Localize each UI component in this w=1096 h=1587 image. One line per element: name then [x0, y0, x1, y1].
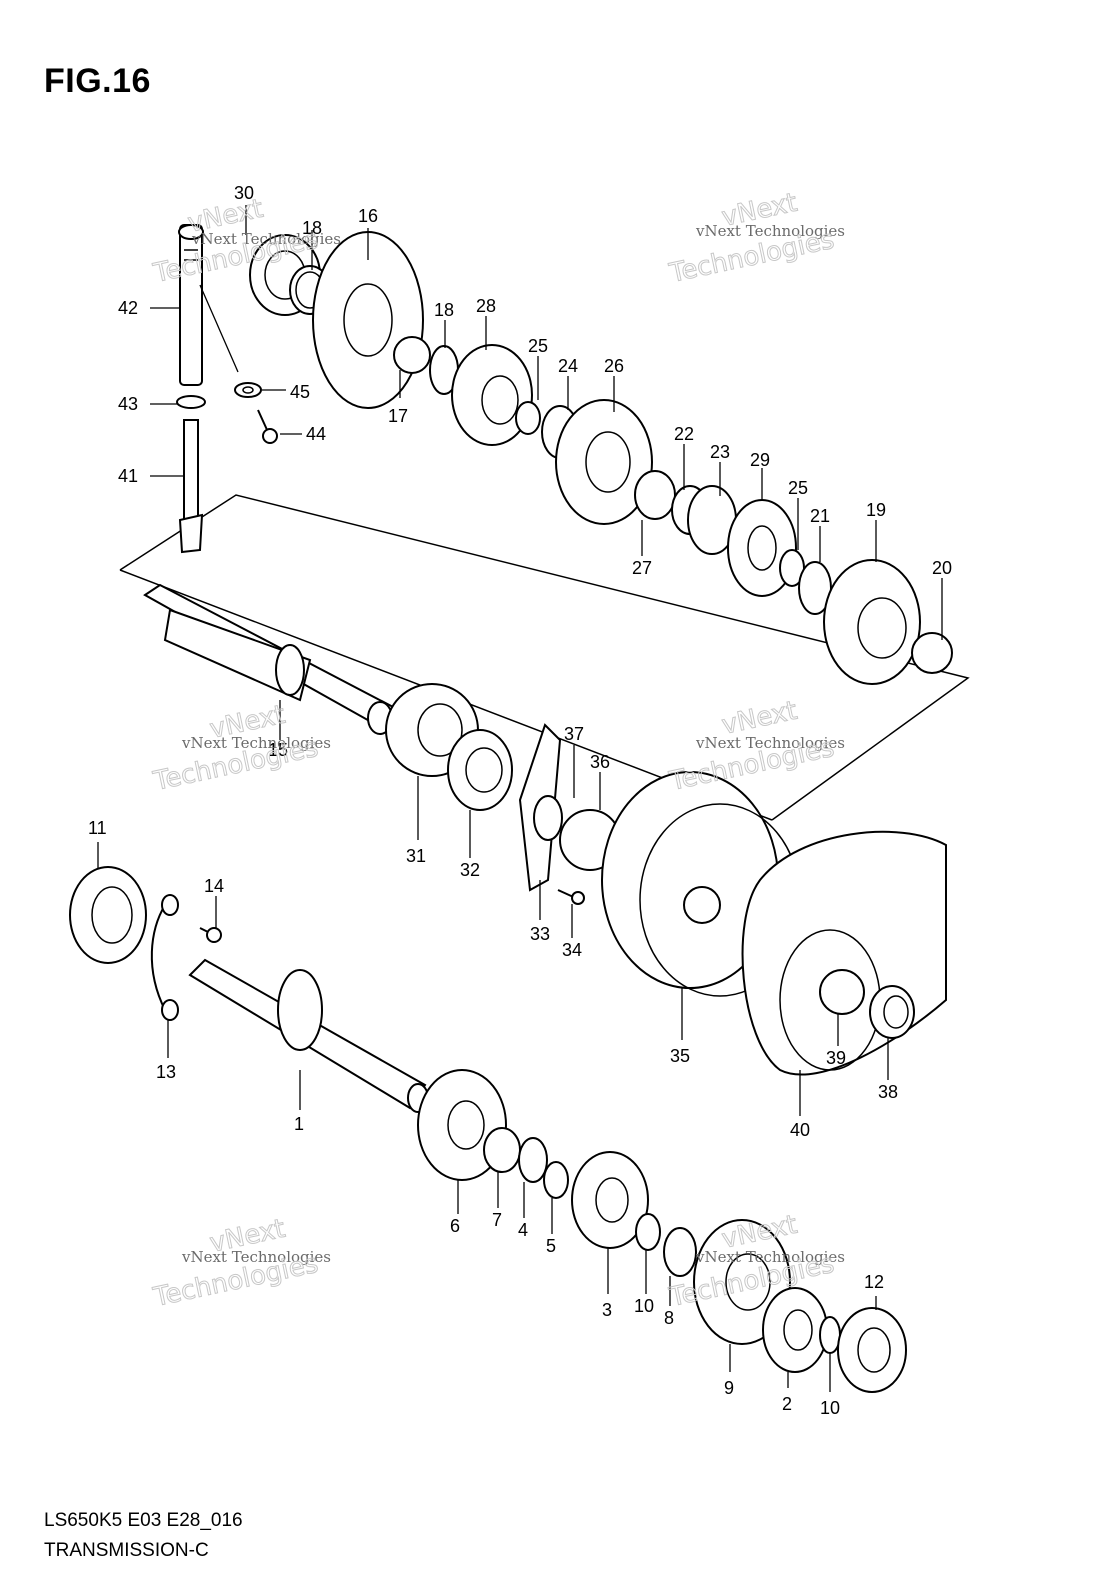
circlip-25-upper — [515, 401, 541, 435]
callout-31: 31 — [406, 846, 426, 866]
callout-36: 36 — [590, 752, 610, 772]
countershaft-group-outline — [119, 494, 970, 821]
washer-4 — [518, 1137, 548, 1183]
callout-8: 8 — [664, 1308, 674, 1328]
callout-37: 37 — [564, 724, 584, 744]
watermark-top-right: vNext vNext Technologies Technologies — [666, 187, 845, 289]
watermark-vnext-technologies: vNext Technologies — [695, 734, 845, 752]
washer-8 — [663, 1227, 697, 1277]
section-name: TRANSMISSION-C — [44, 1540, 209, 1561]
callout-16: 16 — [358, 206, 378, 226]
callout-22: 22 — [674, 424, 694, 444]
retainer-13 — [150, 894, 179, 1021]
callout-24: 24 — [558, 356, 578, 376]
washer-45 — [234, 382, 262, 398]
watermark-vnext-technologies: vNext Technologies — [181, 1248, 331, 1266]
callout-43: 43 — [118, 394, 138, 414]
model-code: LS650K5 E03 E28_016 — [44, 1510, 243, 1531]
callout-15: 15 — [268, 740, 288, 760]
callout-30: 30 — [234, 183, 254, 203]
callout-18: 18 — [434, 300, 454, 320]
bushing-17 — [393, 336, 431, 374]
callout-25: 25 — [528, 336, 548, 356]
callout-1: 1 — [294, 1114, 304, 1134]
bushing-20 — [911, 632, 953, 674]
callout-18: 18 — [302, 218, 322, 238]
gear-28 — [451, 344, 533, 446]
callout-33: 33 — [530, 924, 550, 944]
circlip-10-upper — [635, 1213, 661, 1251]
callout-3: 3 — [602, 1300, 612, 1320]
o-ring-37 — [533, 795, 563, 841]
watermark-vnext-technologies: vNext Technologies — [181, 734, 331, 752]
callout-20: 20 — [932, 558, 952, 578]
circlip-5 — [543, 1161, 569, 1199]
callout-45: 45 — [290, 382, 310, 402]
nut-38 — [869, 985, 915, 1039]
callout-39: 39 — [826, 1048, 846, 1068]
callout-25: 25 — [788, 478, 808, 498]
bearing-11 — [69, 866, 147, 964]
watermark-mid-left: vNext vNext Technologies Technologies — [150, 699, 331, 797]
gear-2 — [762, 1287, 828, 1373]
circlip-10-lower — [819, 1316, 841, 1354]
callout-44: 44 — [306, 424, 326, 444]
callout-27: 27 — [632, 558, 652, 578]
callout-9: 9 — [724, 1378, 734, 1398]
drive-belt-40 — [741, 830, 947, 1076]
callout-5: 5 — [546, 1236, 556, 1256]
callout-14: 14 — [204, 876, 224, 896]
callout-29: 29 — [750, 450, 770, 470]
figure-title: FIG.16 — [44, 62, 151, 100]
callout-10: 10 — [820, 1398, 840, 1418]
callout-2: 2 — [782, 1394, 792, 1414]
speedometer-shaft — [176, 224, 206, 554]
callout-38: 38 — [878, 1082, 898, 1102]
callout-7: 7 — [492, 1210, 502, 1230]
callout-12: 12 — [864, 1272, 884, 1292]
screw-14 — [199, 927, 222, 943]
callout-21: 21 — [810, 506, 830, 526]
callout-17: 17 — [388, 406, 408, 426]
sprocket-35 — [601, 771, 801, 997]
leader-lines — [97, 205, 943, 1392]
watermark-vnext-technologies: vNext Technologies — [191, 230, 341, 248]
screw-44 — [257, 409, 278, 444]
gear-19 — [823, 559, 921, 685]
callout-26: 26 — [604, 356, 624, 376]
watermark-mid-right: vNext vNext Technologies Technologies — [666, 695, 845, 797]
watermark-vnext-technologies: vNext Technologies — [695, 1248, 845, 1266]
oil-seal-32 — [447, 729, 513, 811]
callout-28: 28 — [476, 296, 496, 316]
callout-41: 41 — [118, 466, 138, 486]
callout-13: 13 — [156, 1062, 176, 1082]
callout-4: 4 — [518, 1220, 528, 1240]
gear-26 — [555, 399, 653, 525]
watermark-vnext-technologies: vNext Technologies — [695, 222, 845, 240]
gear-3 — [571, 1151, 649, 1249]
bushing-27 — [634, 470, 676, 520]
callout-19: 19 — [866, 500, 886, 520]
bolt-34 — [557, 889, 585, 905]
callout-35: 35 — [670, 1046, 690, 1066]
driveshaft-1 — [188, 958, 429, 1113]
bearing-12 — [837, 1307, 907, 1393]
callout-40: 40 — [790, 1120, 810, 1140]
callout-34: 34 — [562, 940, 582, 960]
callout-23: 23 — [710, 442, 730, 462]
callout-6: 6 — [450, 1216, 460, 1236]
callout-numbers: 30 18 16 42 18 28 25 24 26 45 43 17 44 2… — [88, 183, 952, 1418]
callout-32: 32 — [460, 860, 480, 880]
watermark-bottom-left: vNext vNext Technologies Technologies — [150, 1213, 331, 1313]
callout-10: 10 — [634, 1296, 654, 1316]
callout-11: 11 — [88, 818, 107, 838]
callout-42: 42 — [118, 298, 138, 318]
bushing-7 — [483, 1127, 521, 1173]
washer-39 — [819, 969, 865, 1015]
